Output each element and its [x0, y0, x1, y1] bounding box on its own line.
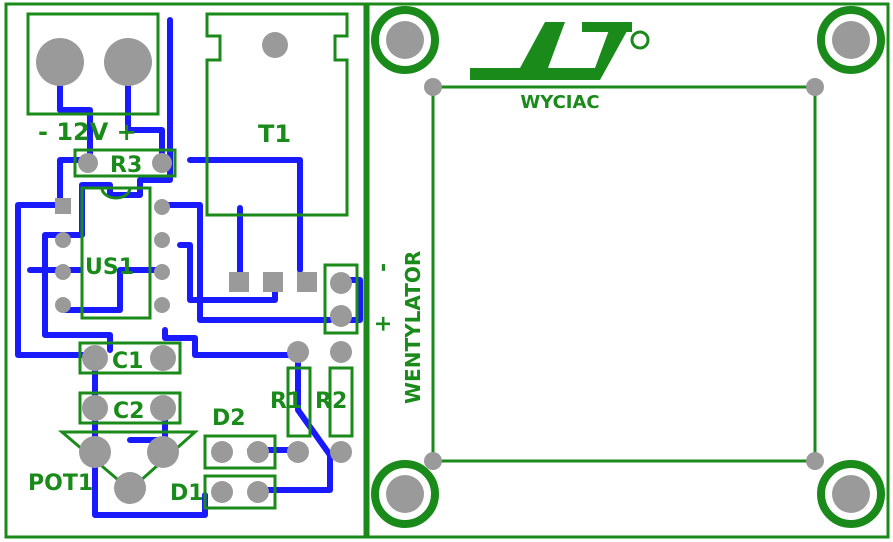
r3-label: R3 [110, 153, 142, 178]
transistor-outline [205, 12, 349, 217]
power-pad-minus [36, 38, 84, 86]
cutout-outline [424, 78, 824, 470]
c1-outline [78, 341, 182, 375]
ic-label: US1 [85, 255, 134, 280]
cutout-label: WYCIAC [520, 92, 599, 113]
r1-outline [286, 366, 312, 438]
d2-outline [203, 434, 277, 470]
transistor-label: T1 [258, 120, 291, 148]
power-label: - 12V + [38, 118, 137, 146]
transistor-tab-hole [262, 32, 288, 58]
fan-minus-label: - [371, 263, 396, 272]
r1-label: R1 [270, 389, 302, 414]
right-board-outline [366, 2, 890, 539]
power-connector-outline [26, 12, 160, 116]
fan-label: WENTYLATOR [401, 251, 425, 404]
fan-connector-outline [323, 263, 359, 335]
r2-label: R2 [315, 389, 347, 414]
r2-outline [328, 366, 354, 438]
pot-label: POT1 [28, 471, 93, 496]
mounting-holes [371, 6, 885, 528]
c2-label: C2 [113, 399, 144, 424]
ic-outline [80, 186, 152, 320]
r3-outline [73, 148, 177, 178]
avt-logo [470, 22, 650, 80]
ic-pads [55, 198, 170, 313]
left-board-outline [4, 2, 367, 539]
fan-plus-label: + [371, 315, 396, 333]
d2-label: D2 [212, 406, 246, 431]
transistor-pad-2 [263, 272, 283, 292]
d1-label: D1 [170, 481, 204, 506]
d1-outline [203, 474, 277, 510]
transistor-pad-1 [229, 272, 249, 292]
c1-label: C1 [112, 349, 143, 374]
c2-outline [78, 391, 182, 425]
transistor-pad-3 [297, 272, 317, 292]
power-pad-plus [104, 38, 152, 86]
